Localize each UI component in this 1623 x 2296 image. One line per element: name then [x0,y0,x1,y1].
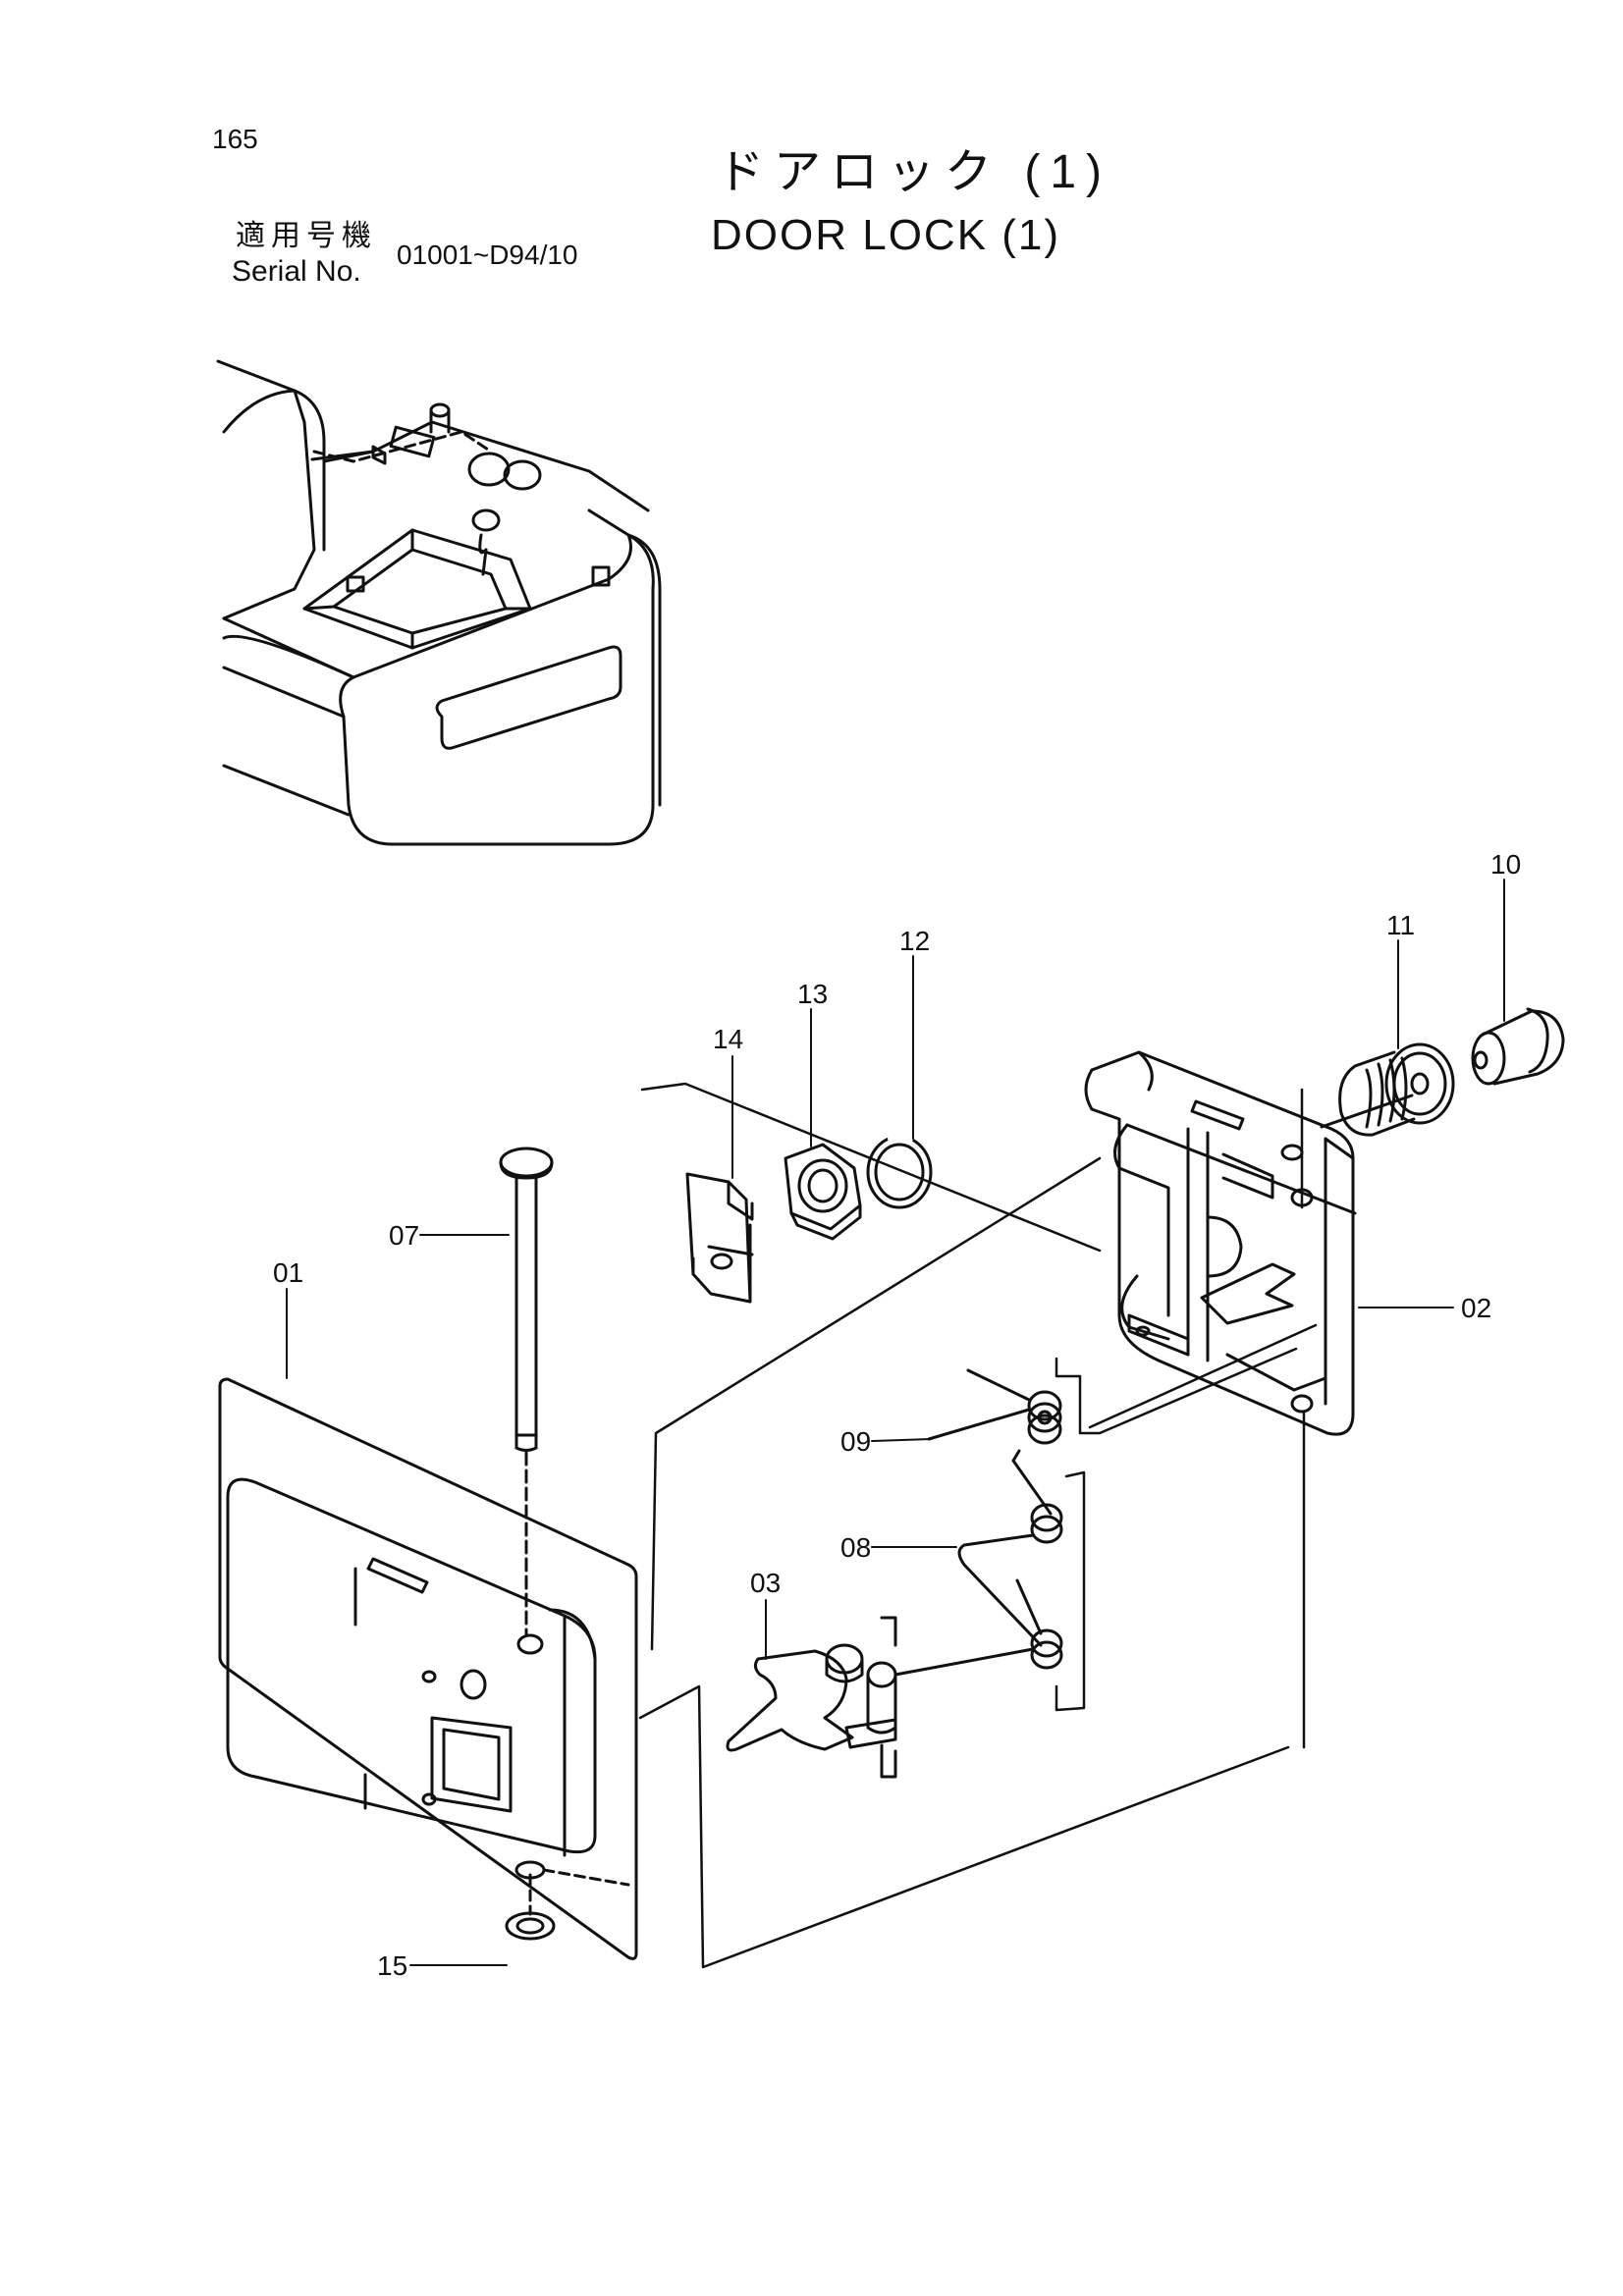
part-10-knob [1471,1007,1565,1086]
part-07-pin [499,1147,554,1636]
callout-07: 07 [389,1220,419,1251]
part-03-latch [726,1616,1035,1779]
serial-label-japanese: 適用号機 [236,220,377,252]
part-12-snap-ring [866,1135,933,1209]
callout-08: 08 [840,1532,871,1563]
callout-10: 10 [1490,849,1521,880]
part-01-cover [218,1377,638,1960]
title-english: DOOR LOCK (1) [711,211,1061,259]
callout-03: 03 [750,1568,781,1598]
serial-range: 01001~D94/10 [397,240,578,270]
callout-11: 11 [1386,910,1415,940]
part-15-retaining-ring [505,1873,556,1941]
callout-14: 14 [713,1024,743,1054]
title-japanese: ドアロック (1) [717,146,1112,198]
callout-01: 01 [273,1257,303,1288]
part-14-plate [685,1172,754,1304]
page-number: 165 [212,124,258,154]
part-08-spring [957,1449,1063,1670]
part-13-nut [784,1143,862,1241]
callout-15: 15 [377,1950,407,1981]
assembly-lines [638,1082,1318,1969]
callout-09: 09 [840,1426,871,1457]
callout-13: 13 [797,979,828,1009]
part-11-bushing [1320,1042,1455,1137]
part-09-spring [927,1368,1062,1445]
part-02-bracket [1084,1050,1357,1436]
callout-12: 12 [899,926,930,956]
serial-label-english: Serial No. [232,255,361,288]
leader-lines [286,879,1505,1966]
machine-overview-illustration [216,359,662,846]
callout-02: 02 [1461,1293,1491,1323]
callout-labels: 01 02 03 07 08 09 10 11 12 13 14 15 [273,849,1521,1981]
